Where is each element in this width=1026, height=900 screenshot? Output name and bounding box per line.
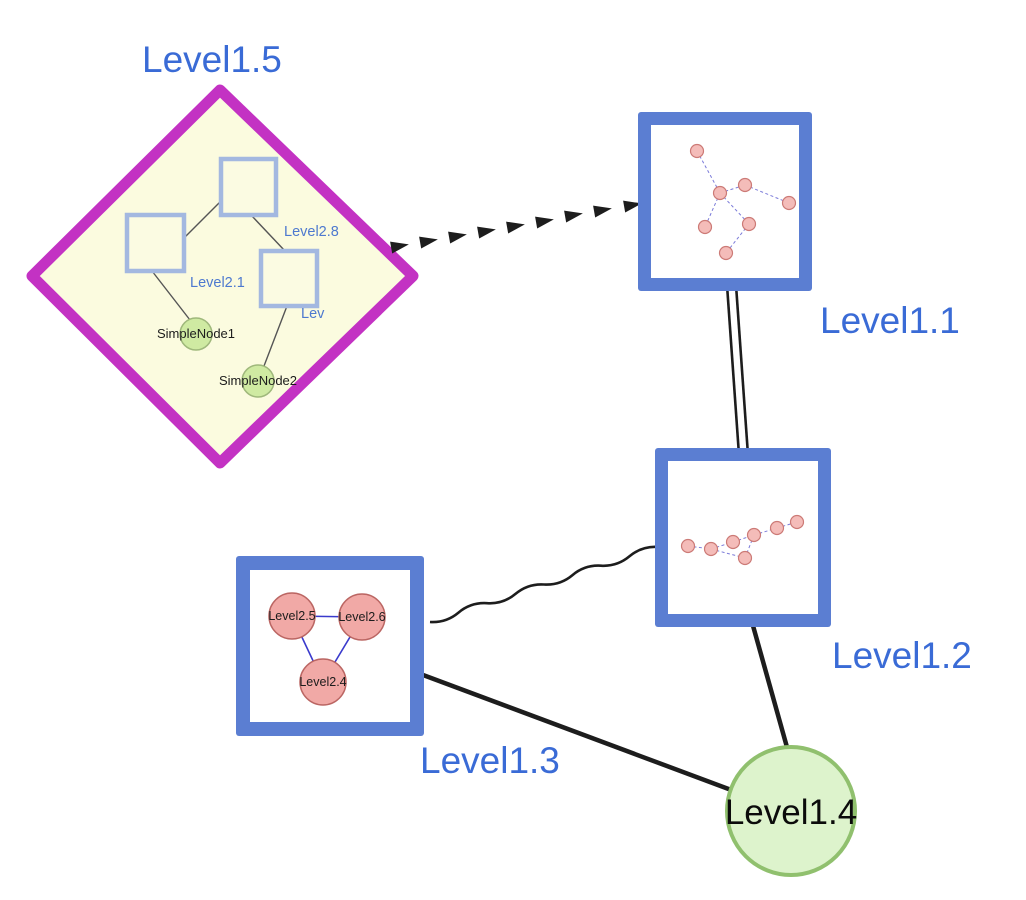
node-body (668, 461, 818, 614)
inner-square-top-label: Level2.8 (284, 224, 339, 240)
mini-node (769, 520, 785, 536)
arrowhead-icon (564, 210, 583, 223)
edge-level11-to-level12[interactable] (725, 284, 750, 456)
simple-node-2-label: SimpleNode2 (219, 373, 297, 388)
group-node-level1-5[interactable]: Level2.8 Level2.1 Lev SimpleNode1 Simple… (26, 84, 419, 469)
inner-edge (151, 270, 191, 321)
mini-node (737, 550, 753, 566)
node-level2-6[interactable] (338, 593, 386, 641)
node-level1-2[interactable] (655, 448, 831, 627)
inner-edge (250, 214, 286, 252)
mini-node (737, 177, 753, 193)
arrowhead-icon (535, 216, 554, 229)
mini-node (718, 245, 734, 261)
edge-level12-to-level14[interactable] (747, 614, 793, 759)
arrowhead-icon (448, 231, 467, 244)
level1-3-subgraph[interactable]: Level2.5 Level2.6 Level2.4 (268, 592, 386, 706)
inner-edge (183, 200, 222, 239)
node-level1-3[interactable]: Level2.5 Level2.6 Level2.4 (236, 556, 424, 736)
simple-node-1[interactable] (179, 317, 213, 351)
mini-node (789, 514, 805, 530)
node-body (725, 745, 857, 877)
inner-square-top[interactable] (218, 156, 279, 218)
edge-line (734, 284, 750, 456)
level1-2-subgraph[interactable] (680, 514, 805, 566)
node-level2-4-label: Level2.4 (299, 675, 346, 689)
inner-square-left[interactable] (124, 212, 187, 274)
inner-square-right-label: Lev (301, 306, 325, 322)
mini-node (703, 541, 719, 557)
mini-node (680, 538, 696, 554)
inner-square-left-label: Level2.1 (190, 275, 245, 291)
inner-square-right[interactable] (258, 248, 320, 309)
edge-level13-to-level14[interactable] (414, 669, 751, 800)
mini-node (697, 219, 713, 235)
edge-level13-to-level12[interactable] (429, 545, 659, 624)
mini-node (741, 216, 757, 232)
node-level1-1-label: Level1.1 (820, 300, 960, 341)
node-level1-2-label: Level1.2 (832, 635, 972, 676)
simple-node-2[interactable] (241, 364, 275, 398)
group-level1-5-label: Level1.5 (142, 39, 282, 80)
node-level1-4[interactable]: Level1.4 (725, 745, 857, 877)
level1-1-subgraph[interactable] (689, 143, 797, 261)
mini-node (689, 143, 705, 159)
edge-line (725, 284, 741, 456)
node-level1-3-label: Level1.3 (420, 740, 560, 781)
arrowhead-icon (390, 241, 409, 254)
mini-node (712, 185, 728, 201)
edge-level15-to-level11[interactable] (390, 198, 643, 254)
node-level1-4-label: Level1.4 (725, 793, 857, 832)
node-level2-5-label: Level2.5 (268, 609, 315, 623)
arrowhead-icon (419, 236, 438, 249)
inner-edge (263, 305, 288, 367)
node-level2-6-label: Level2.6 (338, 610, 385, 624)
node-level1-1[interactable] (638, 112, 812, 291)
mini-node (781, 195, 797, 211)
arrowhead-icon (506, 221, 525, 234)
mini-node (746, 527, 762, 543)
node-level2-4[interactable] (299, 658, 347, 706)
arrowhead-icon (623, 200, 642, 213)
node-level2-5[interactable] (268, 592, 316, 640)
simple-node-1-label: SimpleNode1 (157, 326, 235, 341)
diamond-shape[interactable] (26, 84, 419, 469)
arrowhead-icon (477, 226, 496, 239)
mini-node (725, 534, 741, 550)
arrowhead-icon (593, 205, 612, 218)
